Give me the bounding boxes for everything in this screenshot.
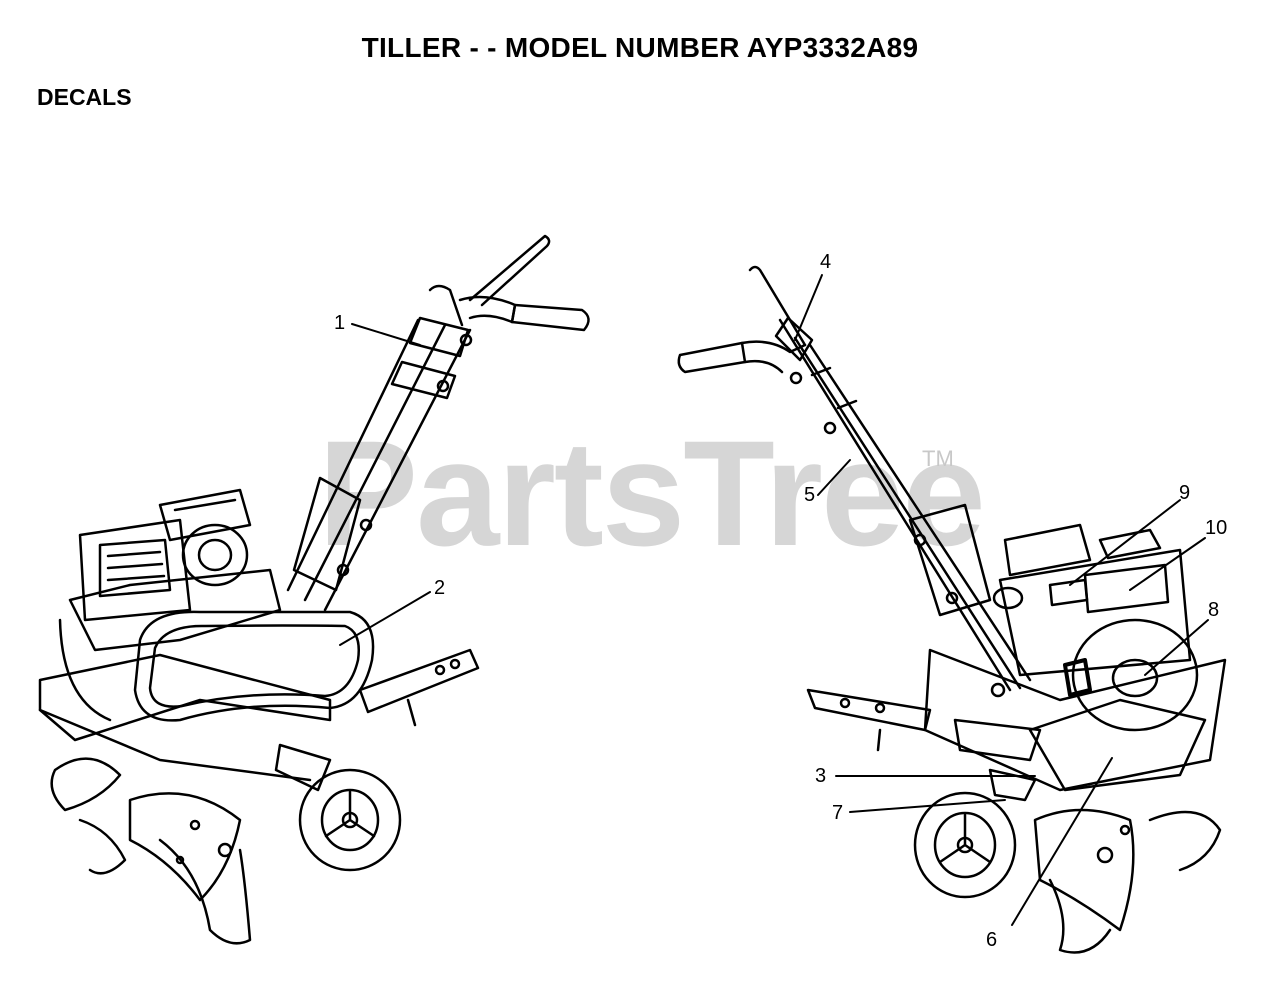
leader-10 — [1129, 537, 1206, 591]
callout-7: 7 — [832, 802, 844, 824]
callout-4: 4 — [820, 251, 832, 273]
left-tiller-wheel — [298, 768, 402, 872]
right-tiller-handle-grip — [677, 341, 747, 374]
callout-9: 9 — [1179, 482, 1191, 504]
right-tiller-tines — [1033, 808, 1135, 932]
callout-8: 8 — [1208, 599, 1220, 621]
leader-1 — [351, 323, 421, 346]
right-tiller-illustration — [677, 265, 1227, 954]
left-tiller-engine — [78, 518, 192, 622]
callout-3: 3 — [815, 765, 827, 787]
right-tiller-tine-shield — [1028, 698, 1207, 792]
page-title: TILLER - - MODEL NUMBER AYP3332A89 — [361, 32, 919, 63]
right-tiller-wheel — [913, 791, 1017, 899]
right-tiller-engine — [1003, 523, 1092, 577]
left-tiller-tines — [50, 757, 122, 812]
leader-6 — [1011, 757, 1113, 926]
callout-1: 1 — [334, 312, 346, 334]
callout-2: 2 — [434, 577, 446, 599]
right-tiller-control-decal — [1048, 578, 1089, 607]
left-tiller-tine-shield — [38, 653, 332, 742]
watermark-trademark: TM — [922, 446, 954, 471]
callout-6: 6 — [986, 929, 998, 951]
leader-5 — [817, 459, 851, 496]
left-tiller-handle-decal — [408, 316, 470, 358]
leader-7 — [849, 799, 1006, 813]
left-tiller-handle-grip — [510, 303, 590, 332]
right-tiller-handle-decal — [774, 316, 814, 362]
callout-10: 10 — [1205, 517, 1228, 539]
callout-5: 5 — [804, 484, 816, 506]
right-tiller-recoil-starter — [1071, 618, 1199, 732]
left-tiller-transmission-decal — [133, 610, 375, 722]
left-tiller-illustration — [38, 234, 590, 945]
leader-8 — [1144, 619, 1209, 676]
section-heading: DECALS — [37, 84, 132, 110]
leader-2 — [339, 591, 431, 646]
callout-leader-lines — [339, 274, 1209, 926]
leader-9 — [1069, 499, 1181, 586]
leader-4 — [794, 274, 823, 341]
